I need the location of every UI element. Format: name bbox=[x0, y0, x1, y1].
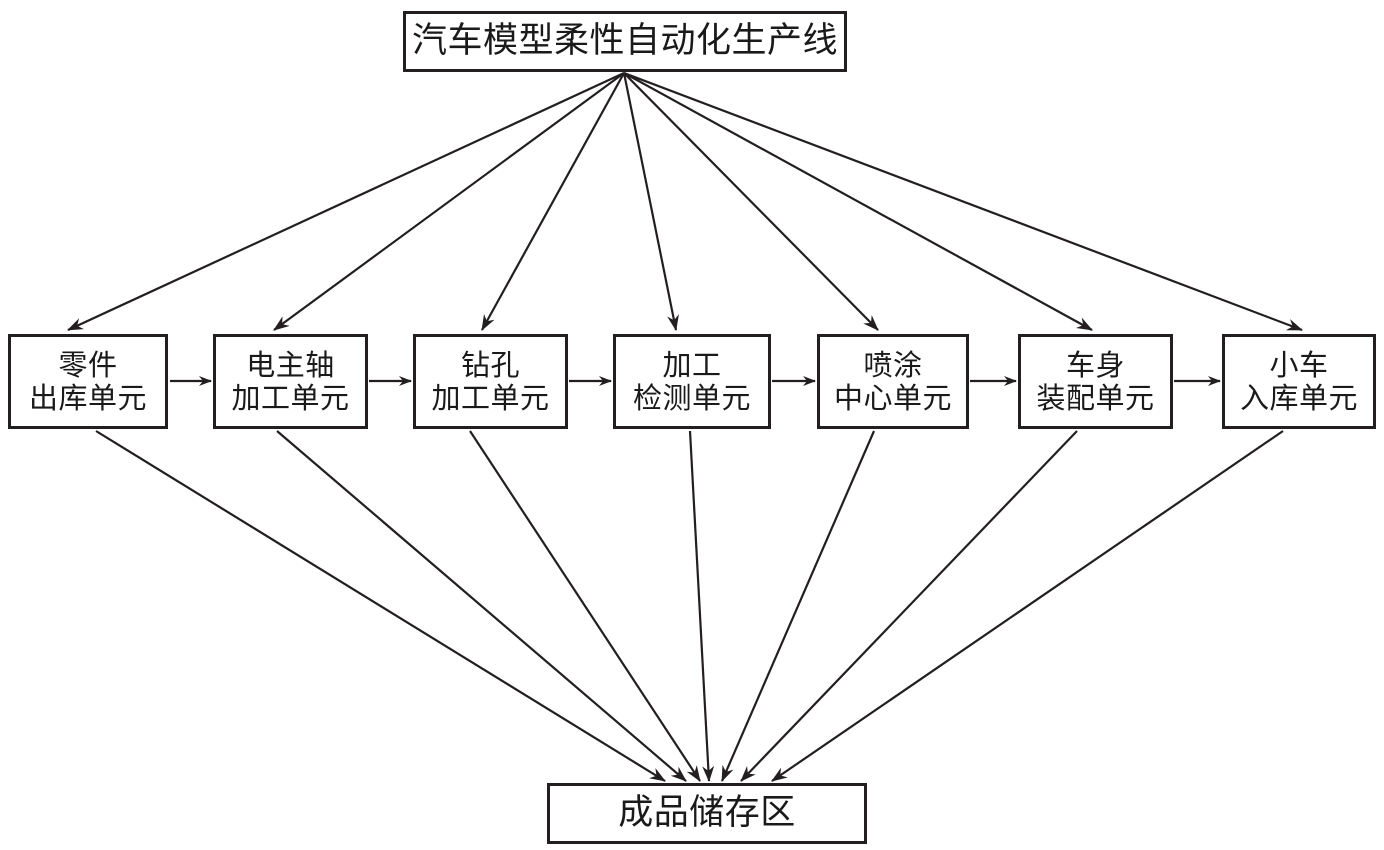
node-unit-1-line-2: 出库单元 bbox=[28, 380, 147, 415]
node-unit-4[interactable]: 加工 检测单元 bbox=[613, 334, 771, 429]
node-unit-5-line-2: 中心单元 bbox=[833, 380, 952, 415]
node-unit-2-line-2: 加工单元 bbox=[231, 380, 350, 415]
connector-unit-1-to-storage bbox=[95, 430, 666, 782]
title-fanout-connectors bbox=[67, 71, 1303, 332]
node-unit-3-line-1: 钻孔 bbox=[460, 348, 520, 383]
node-unit-4-line-2: 检测单元 bbox=[632, 380, 751, 415]
node-finished-goods-storage[interactable]: 成品储存区 bbox=[547, 783, 867, 844]
connector-title-to-unit-3 bbox=[481, 72, 625, 331]
node-unit-1-line-1: 零件 bbox=[58, 348, 118, 383]
connector-unit-3-to-storage bbox=[469, 430, 701, 782]
connector-unit-6-to-storage bbox=[740, 430, 1078, 782]
node-unit-3[interactable]: 钻孔 加工单元 bbox=[413, 334, 568, 429]
connector-title-to-unit-5 bbox=[623, 72, 879, 331]
connector-title-to-unit-1 bbox=[67, 72, 625, 331]
connector-title-to-unit-7 bbox=[623, 71, 1303, 332]
node-unit-3-line-2: 加工单元 bbox=[431, 380, 550, 415]
connector-title-to-unit-6 bbox=[623, 72, 1093, 331]
connector-unit-4-to-storage bbox=[688, 430, 715, 782]
node-unit-1[interactable]: 零件 出库单元 bbox=[8, 334, 168, 429]
connector-unit-5-to-storage bbox=[720, 430, 876, 782]
node-unit-6-line-1: 车身 bbox=[1065, 348, 1125, 383]
connector-title-to-unit-4 bbox=[622, 72, 679, 331]
connector-unit-7-to-storage bbox=[771, 430, 1284, 782]
node-unit-4-line-1: 加工 bbox=[662, 348, 722, 383]
node-title-line-1: 汽车模型柔性自动化生产线 bbox=[411, 21, 838, 62]
node-production-line-title[interactable]: 汽车模型柔性自动化生产线 bbox=[403, 11, 847, 72]
node-unit-2[interactable]: 电主轴 加工单元 bbox=[213, 334, 368, 429]
connector-title-to-unit-2 bbox=[273, 72, 625, 331]
node-unit-6-line-2: 装配单元 bbox=[1036, 380, 1155, 415]
node-unit-6[interactable]: 车身 装配单元 bbox=[1018, 334, 1173, 429]
node-unit-7[interactable]: 小车 入库单元 bbox=[1222, 334, 1376, 429]
connector-unit-2-to-storage bbox=[276, 430, 687, 782]
node-unit-7-line-1: 小车 bbox=[1269, 348, 1329, 383]
node-storage-line-1: 成品储存区 bbox=[618, 793, 796, 834]
node-unit-7-line-2: 入库单元 bbox=[1239, 380, 1358, 415]
node-unit-5-line-1: 喷涂 bbox=[863, 348, 923, 383]
node-unit-2-line-1: 电主轴 bbox=[246, 348, 335, 383]
storage-fanin-connectors bbox=[95, 430, 1284, 782]
node-unit-5[interactable]: 喷涂 中心单元 bbox=[817, 334, 969, 429]
